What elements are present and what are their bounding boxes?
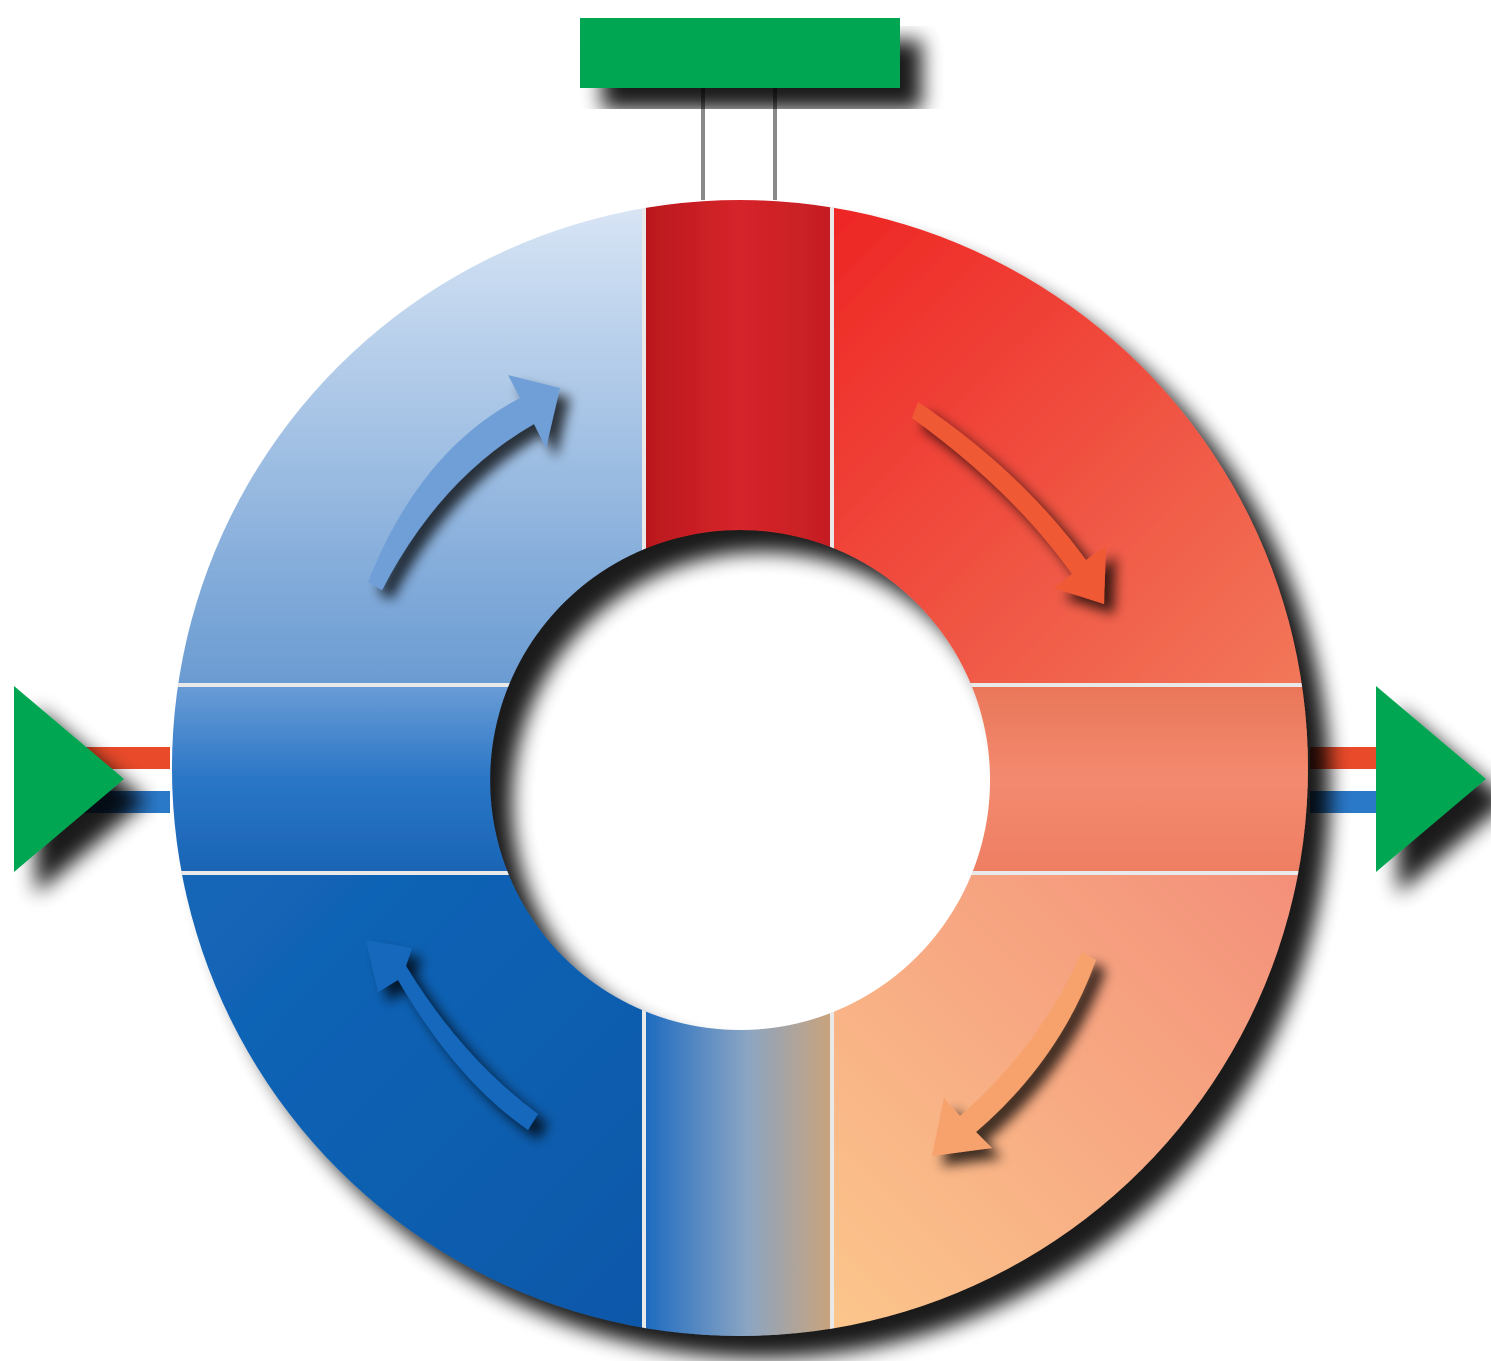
top-connector	[580, 18, 900, 200]
segment-bottom-right	[832, 873, 1332, 1361]
output-arrow-icon	[1376, 686, 1486, 872]
segment-middle-right	[832, 685, 1332, 873]
segment-top-right	[832, 190, 1332, 685]
segment-middle-left	[150, 685, 644, 873]
input-arrow-icon	[14, 686, 124, 872]
segment-top-left	[150, 190, 644, 685]
segment-bottom-center	[644, 873, 832, 1361]
ring	[150, 190, 1332, 1361]
segment-top-center	[644, 190, 832, 685]
top-green-bar	[580, 18, 900, 88]
